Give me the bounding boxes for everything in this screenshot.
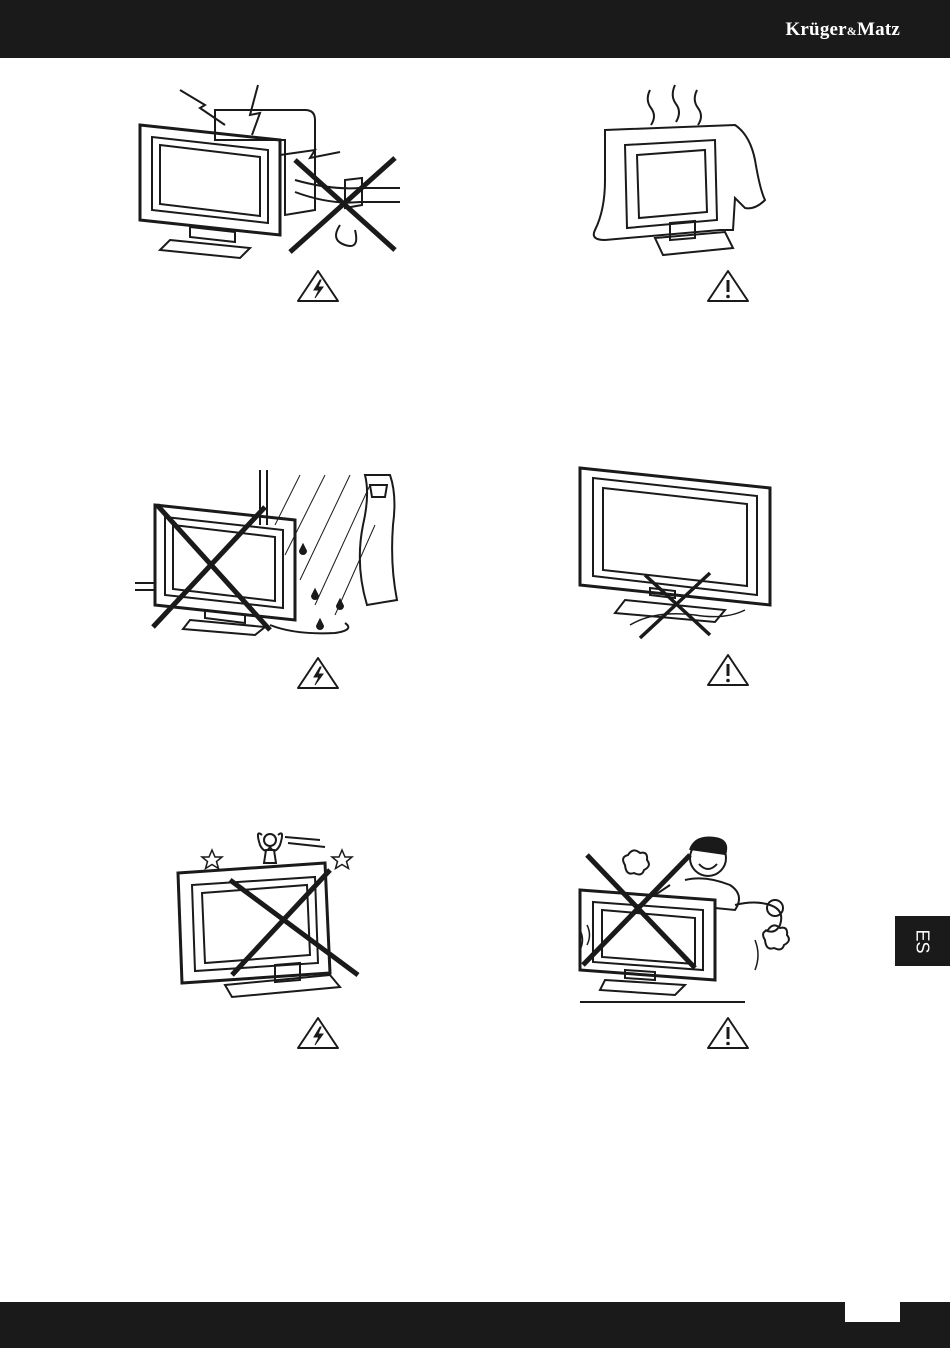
- header-bar: Krüger&Matz: [0, 0, 950, 58]
- language-label: ES: [912, 929, 933, 953]
- page-number-box: [845, 1300, 900, 1322]
- electric-shock-warning-icon: [295, 1015, 341, 1056]
- language-tab: ES: [895, 916, 950, 966]
- illustration-antenna-lightning: [130, 80, 420, 260]
- brand-logo: Krüger&Matz: [785, 19, 900, 41]
- illustration-rain-near-window: [135, 465, 405, 645]
- electric-shock-warning-icon: [295, 655, 341, 696]
- illustration-child-climbing: [575, 830, 805, 1005]
- illustration-objects-on-top: [170, 825, 370, 1010]
- electric-shock-warning-icon: [295, 268, 341, 309]
- footer-bar: [0, 1302, 950, 1348]
- general-caution-icon: [705, 1015, 751, 1056]
- illustration-cable-under-stand: [575, 460, 775, 645]
- general-caution-icon: [705, 268, 751, 309]
- illustration-covered-tv-heat: [585, 80, 775, 260]
- general-caution-icon: [705, 652, 751, 693]
